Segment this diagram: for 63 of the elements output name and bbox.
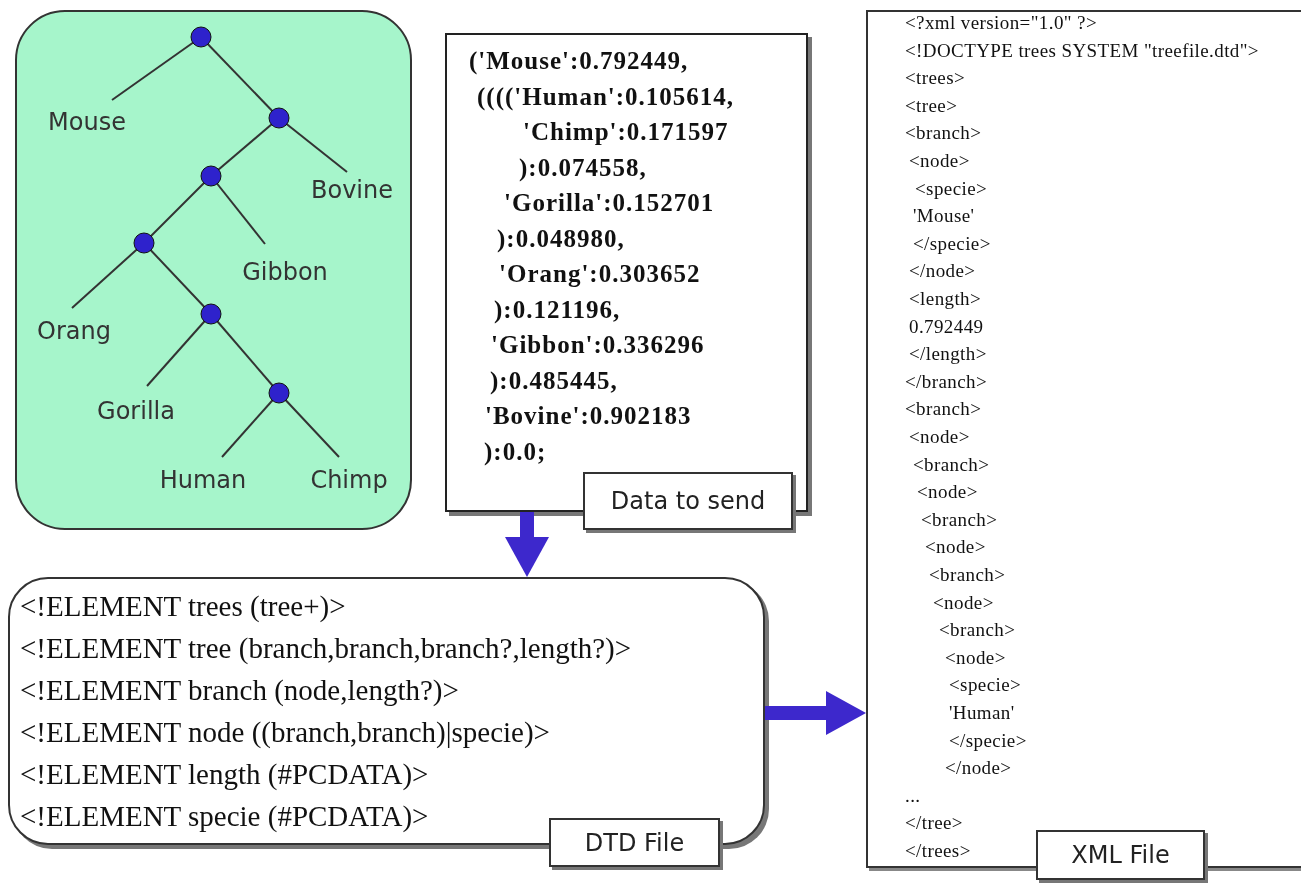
code-line: <specie> — [949, 674, 1022, 697]
code-line: </tree> — [905, 812, 963, 835]
code-line: </trees> — [905, 840, 971, 862]
code-line: <!ELEMENT branch (node,length?)> — [20, 674, 459, 706]
code-line: </specie> — [913, 232, 991, 255]
code-line: ):0.074558, — [519, 153, 647, 182]
code-line: <!DOCTYPE trees SYSTEM "treefile.dtd"> — [905, 39, 1259, 62]
code-line: 'Gibbon':0.336296 — [491, 331, 705, 359]
caption-tab: XML File — [1036, 830, 1205, 880]
code-line: <branch> — [921, 508, 998, 531]
code-line: 'Orang':0.303652 — [499, 260, 701, 288]
code-line: <node> — [909, 426, 970, 448]
code-line: <branch> — [929, 564, 1006, 586]
code-line: <trees> — [905, 67, 966, 90]
code-line: <branch> — [905, 122, 982, 145]
code-line: <!ELEMENT trees (tree+)> — [20, 590, 346, 622]
code-line: 'Mouse' — [913, 205, 975, 228]
code-line: (((('Human':0.105614, — [477, 82, 735, 111]
code-line: 0.792449 — [909, 315, 984, 338]
code-line: <branch> — [913, 453, 990, 476]
code-line: <node> — [945, 646, 1006, 669]
arrow — [765, 691, 866, 735]
code-line: ):0.048980, — [497, 224, 625, 253]
tree-panel — [15, 10, 412, 530]
code-line: ):0.0; — [484, 437, 547, 466]
species-label: Human — [159, 468, 247, 492]
code-line: </node> — [945, 757, 1012, 780]
arrow — [505, 512, 549, 577]
code-line: <node> — [917, 481, 978, 504]
species-label: Bovine — [311, 178, 393, 202]
code-line: </specie> — [949, 729, 1027, 752]
species-label: Mouse — [48, 110, 126, 134]
caption-tab: DTD File — [549, 818, 720, 867]
code-line: <!ELEMENT tree (branch,branch,branch?,length?)> — [20, 632, 632, 664]
code-line: <branch> — [939, 619, 1016, 642]
caption-tab: Data to send — [583, 472, 793, 530]
code-line: ('Mouse':0.792449, — [469, 47, 689, 75]
code-line: <!ELEMENT node ((branch,branch)|specie)> — [20, 716, 550, 748]
code-line: </node> — [909, 260, 976, 283]
code-line: <node> — [925, 536, 986, 559]
code-line: <?xml version="1.0" ?> — [905, 12, 1098, 34]
code-line: <node> — [933, 591, 994, 614]
species-label: Orang — [37, 319, 111, 343]
code-line: ):0.121196, — [494, 295, 621, 324]
code-line: <branch> — [905, 398, 982, 421]
code-line: <length> — [909, 288, 982, 310]
code-line: 'Human' — [949, 702, 1015, 724]
code-line: <specie> — [915, 177, 988, 200]
species-label: Chimp — [310, 468, 388, 492]
code-line: </branch> — [905, 370, 987, 393]
code-line: <!ELEMENT length (#PCDATA)> — [20, 758, 429, 790]
code-line: ):0.485445, — [490, 366, 618, 395]
document-box — [866, 10, 1301, 868]
code-line: <!ELEMENT specie (#PCDATA)> — [20, 800, 429, 832]
code-line: 'Chimp':0.171597 — [523, 118, 729, 146]
code-line: 'Gorilla':0.152701 — [504, 189, 715, 217]
species-label: Gibbon — [242, 260, 328, 284]
code-line: 'Bovine':0.902183 — [485, 402, 692, 430]
code-line: <node> — [909, 150, 970, 172]
code-line: </length> — [909, 343, 987, 366]
code-line: ... — [905, 784, 921, 807]
code-line: <tree> — [905, 94, 958, 117]
species-label: Gorilla — [97, 399, 175, 423]
